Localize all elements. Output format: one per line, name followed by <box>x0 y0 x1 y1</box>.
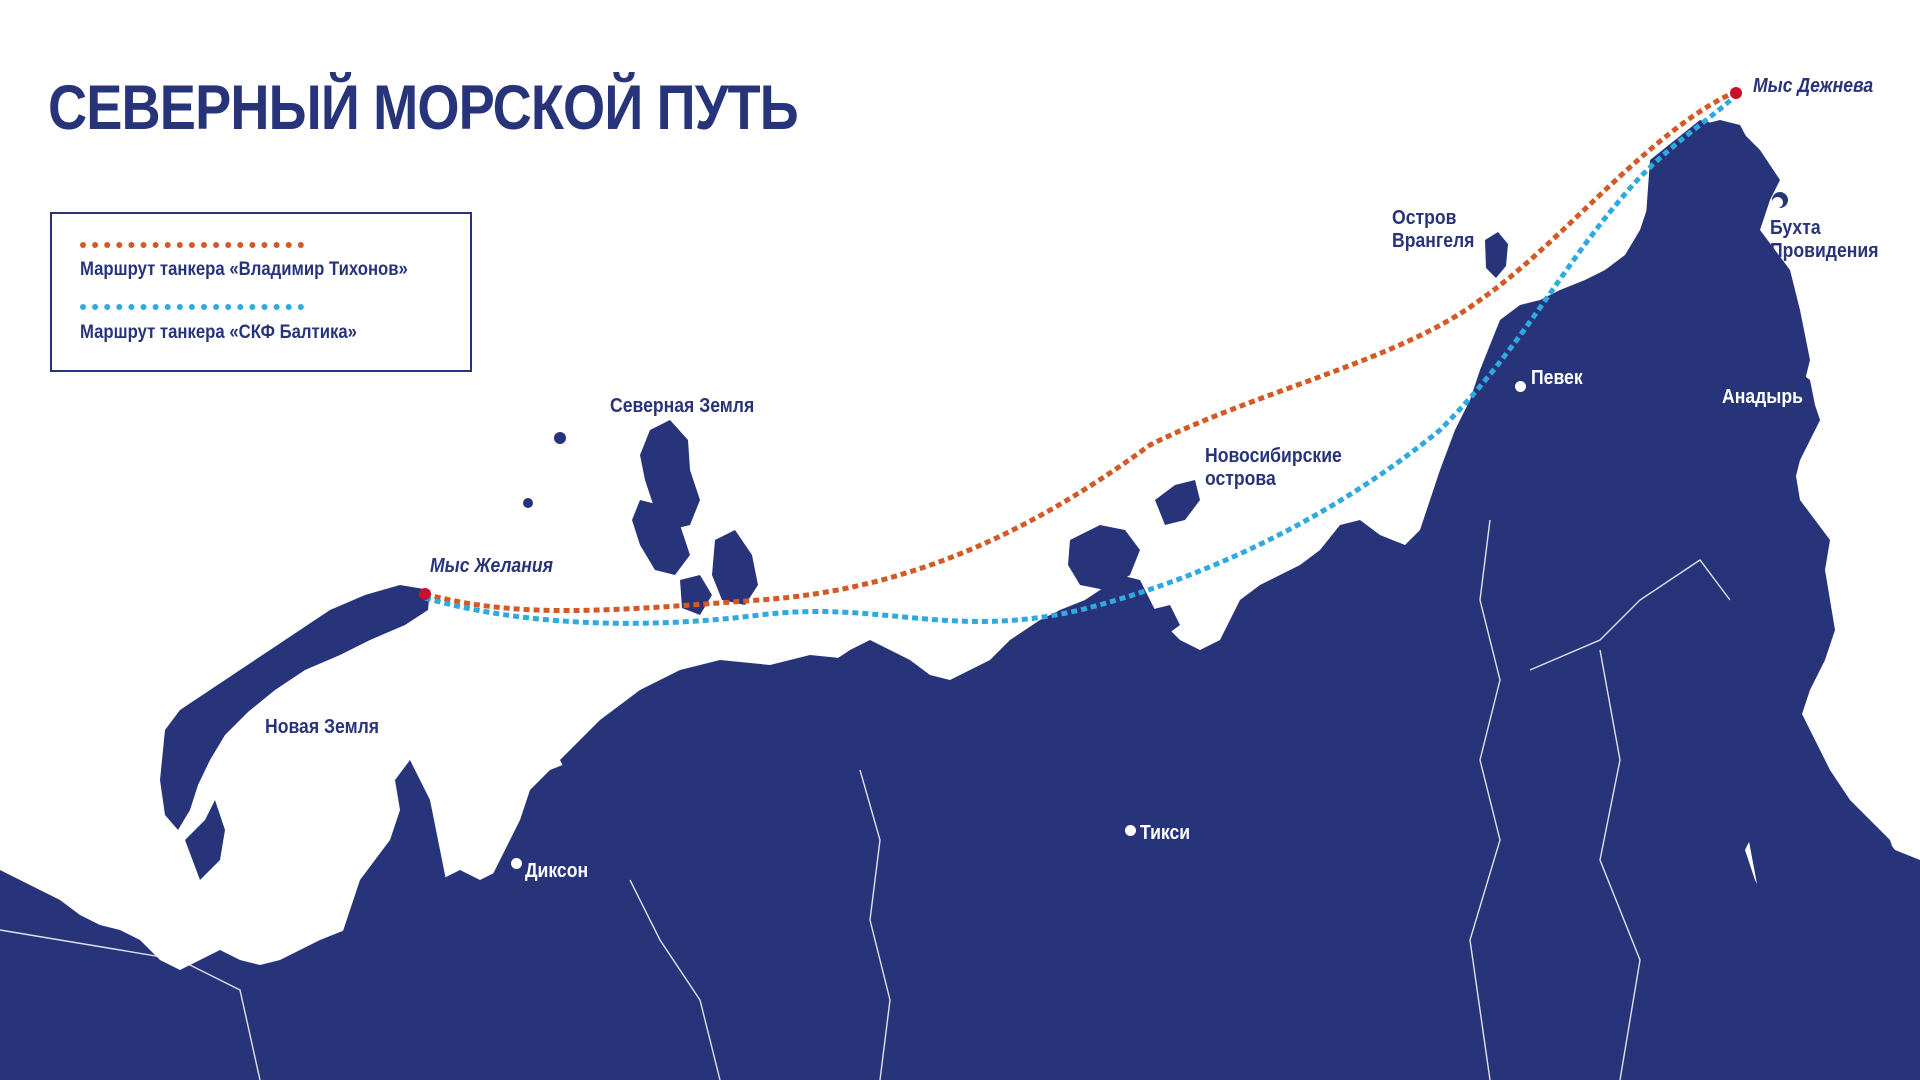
novaya-zemlya-south <box>185 800 225 880</box>
severnaya-zemlya-3 <box>712 530 758 605</box>
legend-label-vladimir: Маршрут танкера «Владимир Тихонов» <box>80 259 408 280</box>
label-novosibirskie-ostrova: Новосибирские острова <box>1205 445 1342 490</box>
severnaya-zemlya-1 <box>640 420 700 530</box>
novosibirsk-4 <box>1150 605 1180 640</box>
label-anadyr: Анадырь <box>1722 386 1803 408</box>
cape-zhelaniya-marker <box>419 588 431 600</box>
label-wrangel: Остров Врангеля <box>1392 207 1475 252</box>
mainland-russia <box>0 120 1920 1080</box>
region-border <box>0 929 261 1080</box>
label-novaya-zemlya: Новая Земля <box>265 716 380 738</box>
yamal <box>330 760 480 1080</box>
severnaya-zemlya-4 <box>680 575 712 615</box>
severnaya-zemlya-2 <box>632 500 690 575</box>
islet <box>1490 400 1510 420</box>
region-border <box>629 879 721 1080</box>
cape-dezhneva-marker <box>1730 87 1742 99</box>
novaya-zemlya <box>160 585 430 830</box>
novosibirsk-1 <box>1068 525 1140 590</box>
wrangel-island <box>1485 232 1508 278</box>
page-title: СЕВЕРНЫЙ МОРСКОЙ ПУТЬ <box>48 73 799 143</box>
region-border <box>859 769 891 1080</box>
label-providenia: Бухта Провидения <box>1770 217 1879 262</box>
anadyr-region <box>1690 370 1820 700</box>
settlement-dot-providenia <box>1772 197 1783 208</box>
settlement-dot-tiksi <box>1125 825 1136 836</box>
islet <box>1511 386 1539 414</box>
region-border <box>1469 519 1501 1080</box>
kamchatka <box>1740 680 1920 1080</box>
region-border <box>1599 649 1641 1080</box>
label-tiksi: Тикси <box>1140 822 1191 844</box>
legend: Маршрут танкера «Владимир Тихонов» Маршр… <box>50 212 472 372</box>
label-cape-zhelaniya: Мыс Желания <box>430 555 553 577</box>
legend-line-vladimir <box>80 242 304 248</box>
settlement-dot-pevek <box>1515 381 1526 392</box>
region-border <box>1529 559 1731 671</box>
novosibirsk-3 <box>1155 480 1200 525</box>
legend-label-skf: Маршрут танкера «СКФ Балтика» <box>80 322 357 343</box>
gydan <box>480 760 600 900</box>
islet <box>523 498 533 508</box>
label-severnaya-zemlya: Северная Земля <box>610 395 755 417</box>
islet <box>554 432 566 444</box>
label-dikson: Диксон <box>525 860 589 882</box>
label-pevek: Певек <box>1531 367 1583 389</box>
legend-line-skf <box>80 304 304 310</box>
taimyr <box>560 620 1160 840</box>
route-skf-baltika <box>424 94 1737 626</box>
settlement-dot-dikson <box>511 858 522 869</box>
label-cape-dezhneva: Мыс Дежнева <box>1753 75 1874 97</box>
route-vladimir-tikhonov <box>424 89 1737 614</box>
